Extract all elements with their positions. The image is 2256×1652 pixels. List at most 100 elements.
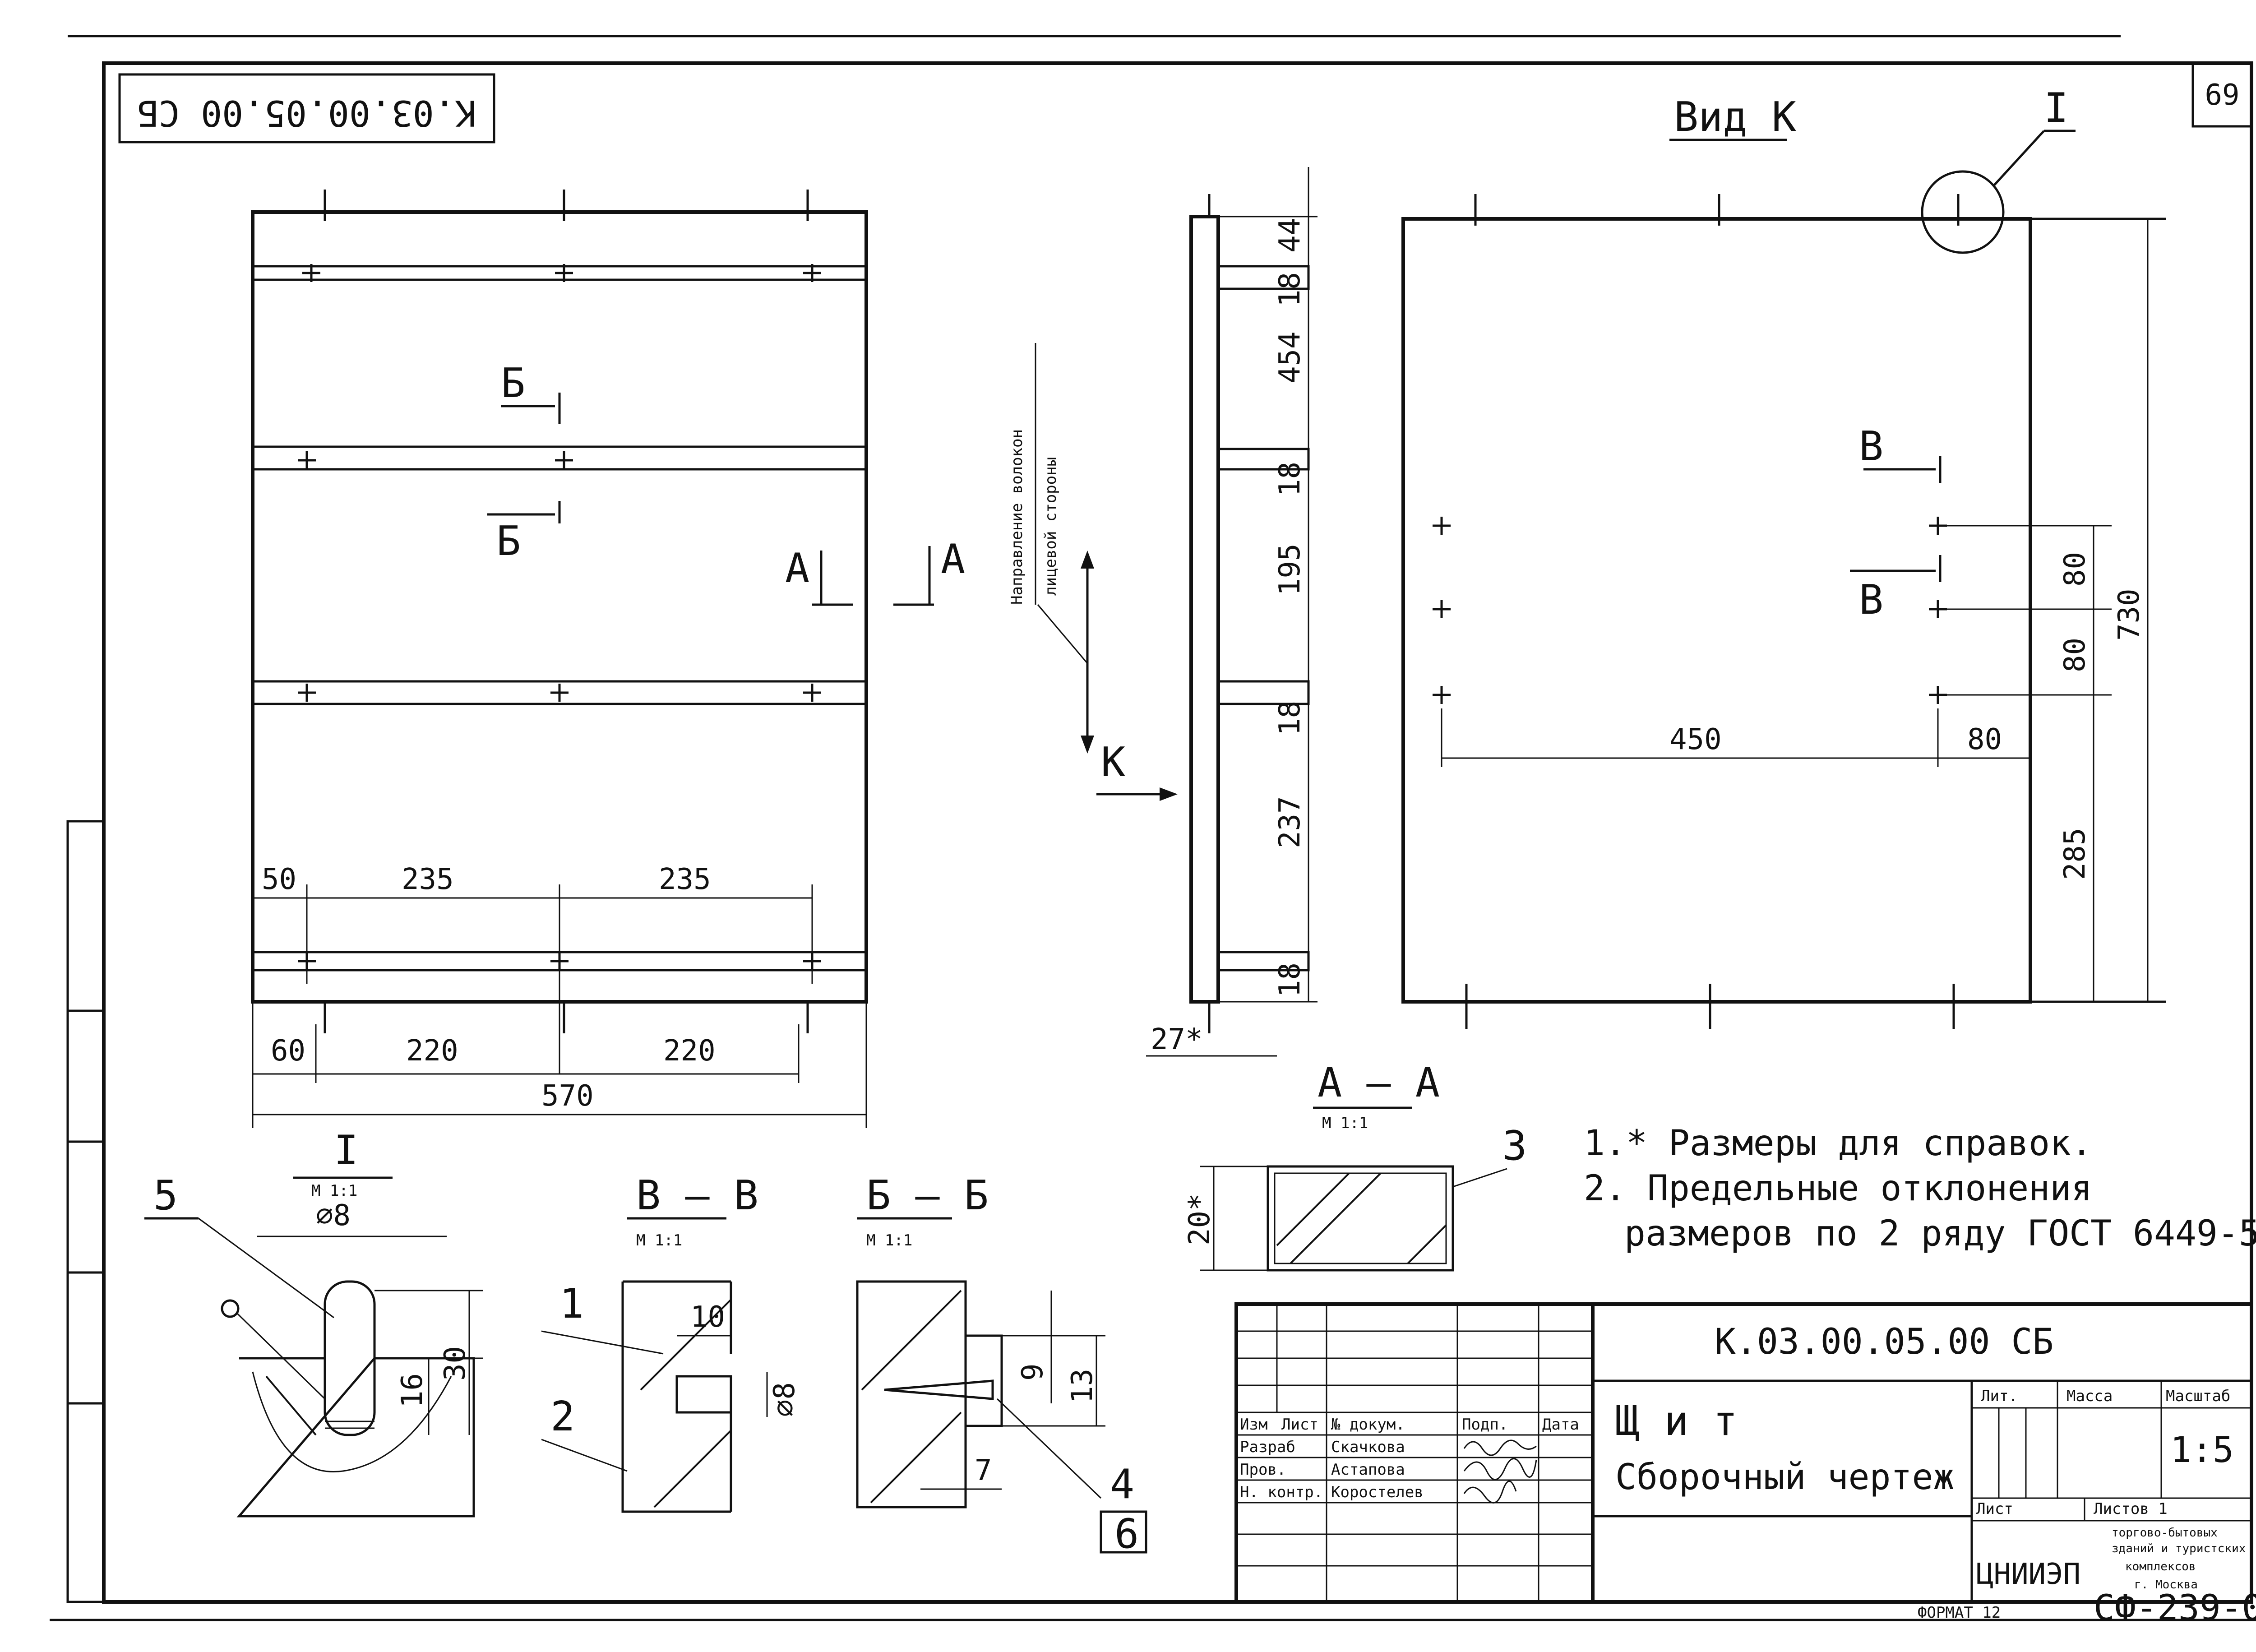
section-bb: Б – Б М 1:1 9 13 7 4 6 (856, 1172, 1147, 1558)
section-aa-scale: М 1:1 (1322, 1114, 1368, 1132)
rotated-code-box: К.03.00.05.00 СБ (118, 73, 495, 143)
org-line-4: г. Москва (2134, 1578, 2198, 1592)
section-a-mark-right: А (941, 536, 965, 583)
dim-bottom-60: 60 (271, 1034, 305, 1068)
side-view: 44 18 454 18 195 18 237 18 К 27* (1096, 167, 1318, 1057)
section-aa-title: А – А (1318, 1059, 1440, 1106)
detail-i-diameter: ⌀8 (316, 1199, 351, 1232)
part-4-label: 4 (1110, 1461, 1134, 1508)
col-header-izm: Изм (1240, 1416, 1267, 1434)
org-line-3: комплексов (2125, 1560, 2196, 1573)
sheets-label: Листов 1 (2094, 1500, 2168, 1518)
role-norm-control: Н. контр. (1240, 1483, 1323, 1501)
part-3-label: 3 (1502, 1122, 1527, 1170)
view-k: Вид К I В В 450 80 (1401, 84, 2166, 1029)
signature-3 (1463, 1481, 1517, 1504)
section-bb-dim-9: 9 (1016, 1363, 1049, 1381)
view-k-dim-450: 450 (1669, 723, 1722, 756)
col-header-doc: № докум. (1331, 1416, 1405, 1434)
view-k-arrow-label: К (1101, 739, 1125, 786)
section-a-mark-left: А (785, 545, 809, 592)
col-header-list: Лист (1281, 1416, 1318, 1434)
role-developer: Разраб (1240, 1438, 1295, 1456)
rotated-code: К.03.00.05.00 СБ (137, 93, 476, 133)
page-number: 69 (2205, 79, 2239, 112)
section-b-mark-bottom: Б (496, 518, 521, 565)
section-v-mark-top: В (1859, 423, 1883, 470)
lit-label: Лит. (1981, 1387, 2018, 1405)
section-bb-dim-13: 13 (1066, 1369, 1099, 1403)
dim-top-235-a: 235 (402, 863, 454, 896)
section-aa-height: 20* (1183, 1193, 1216, 1245)
note-2: 2. Предельные отклонения (1584, 1168, 2092, 1209)
side-dim-6: 18 (1273, 701, 1307, 736)
view-k-title: Вид К (1674, 93, 1796, 141)
side-dim-2: 18 (1273, 272, 1307, 307)
col-header-sign: Подп. (1462, 1416, 1508, 1434)
side-dim-4: 18 (1273, 462, 1307, 496)
detail-i: I М 1:1 5 ⌀8 16 30 (144, 1127, 483, 1518)
side-dim-1: 44 (1273, 218, 1307, 253)
grain-note-line2: лицевой стороны (1042, 457, 1060, 596)
title-doc-code: К.03.00.05.00 СБ (1715, 1322, 2053, 1362)
notes: 1.* Размеры для справок. 2. Предельные о… (1584, 1123, 2256, 1254)
side-dim-5: 195 (1273, 543, 1307, 596)
grain-direction-note: Направление волокон лицевой стороны (1008, 343, 1094, 754)
page-number-box: 69 (2191, 62, 2253, 128)
detail-i-dim-16: 16 (396, 1373, 429, 1408)
sheet-label: Лист (1976, 1500, 2013, 1518)
side-thickness: 27* (1151, 1023, 1203, 1056)
view-k-dim-730: 730 (2113, 588, 2146, 641)
callout-i: I (2044, 84, 2068, 132)
side-dim-8: 18 (1273, 963, 1307, 997)
section-vv-dim-10: 10 (690, 1300, 725, 1334)
signature-1 (1463, 1439, 1537, 1456)
dim-top-50: 50 (262, 863, 296, 896)
grain-note-line1: Направление волокон (1008, 429, 1026, 605)
view-k-dim-80: 80 (1967, 723, 2002, 756)
note-1: 1.* Размеры для справок. (1584, 1123, 2092, 1164)
section-v-mark-bottom: В (1859, 576, 1883, 624)
detail-i-scale: М 1:1 (311, 1182, 357, 1200)
dim-overall-570: 570 (541, 1079, 594, 1113)
note-3: размеров по 2 ряду ГОСТ 6449-53. (1624, 1213, 2256, 1254)
detail-i-title: I (334, 1127, 358, 1174)
detail-i-dim-30: 30 (439, 1346, 472, 1381)
section-bb-dim-7: 7 (975, 1454, 992, 1487)
section-aa: А – А М 1:1 20* 3 (1183, 1059, 1527, 1272)
view-k-dim-80-a: 80 (2058, 552, 2092, 587)
format-label: ФОРМАТ 12 (1918, 1604, 2001, 1622)
section-vv-dim-d8: ⌀8 (768, 1382, 801, 1417)
part-5-label: 5 (153, 1172, 178, 1219)
drawing-frame (102, 61, 2253, 1604)
section-bb-title: Б – Б (866, 1172, 989, 1219)
mass-label: Масса (2066, 1387, 2113, 1405)
dim-top-235-b: 235 (659, 863, 711, 896)
archive-code: СФ-239-03 (2094, 1588, 2256, 1629)
org-line-2: зданий и туристских (2112, 1542, 2246, 1555)
signature-2 (1463, 1458, 1537, 1481)
section-b-mark-top: Б (501, 360, 525, 407)
scale-label: Масштаб (2166, 1387, 2230, 1405)
org-logo: ЦНИИЭП (1976, 1558, 2080, 1591)
section-bb-scale: М 1:1 (866, 1231, 912, 1249)
col-header-date: Дата (1542, 1416, 1579, 1434)
person-checker: Астапова (1331, 1461, 1405, 1479)
title-name: Щ и т (1615, 1397, 1738, 1445)
person-norm-control: Коростелев (1331, 1483, 1424, 1501)
binding-strip (66, 820, 105, 1603)
side-dim-3: 454 (1273, 331, 1307, 384)
section-vv-title: В – В (636, 1172, 758, 1219)
scale-value: 1:5 (2170, 1430, 2234, 1471)
section-vv-scale: М 1:1 (636, 1231, 682, 1249)
view-k-dim-285: 285 (2058, 828, 2092, 880)
dim-bottom-220-b: 220 (663, 1034, 716, 1068)
part-6-label: 6 (1114, 1510, 1139, 1558)
org-line-1: торгово-бытовых (2112, 1526, 2218, 1540)
dim-bottom-220-a: 220 (406, 1034, 458, 1068)
front-view: Б Б А А 50 235 235 60 220 220 570 (251, 190, 965, 1128)
title-doc-type: Сборочный чертеж (1615, 1457, 1954, 1498)
role-checker: Пров. (1240, 1461, 1286, 1479)
view-k-dim-80-b: 80 (2058, 638, 2092, 672)
